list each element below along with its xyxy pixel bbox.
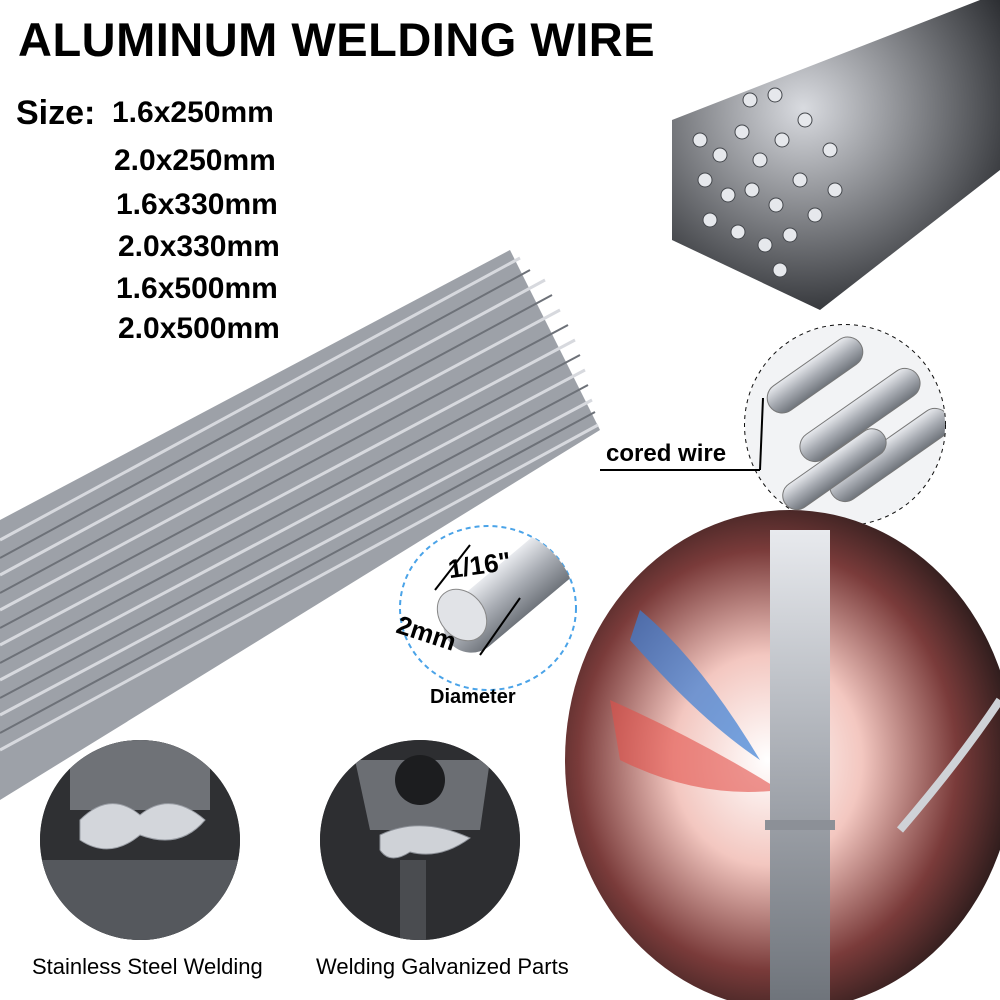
caption-galvanized: Welding Galvanized Parts <box>316 954 569 979</box>
size-item: 1.6x330mm <box>116 188 278 221</box>
diameter-callout <box>399 525 577 691</box>
cored-wire-closeup <box>600 324 946 526</box>
size-item: 1.6x250mm <box>112 96 274 129</box>
wire-ends-image <box>672 0 1000 310</box>
size-item: 2.0x330mm <box>118 230 280 263</box>
stainless-welding-photo <box>40 740 240 940</box>
torch-welding-photo <box>565 510 1000 1000</box>
product-title: ALUMINUM WELDING WIRE <box>18 13 656 66</box>
wire-bundle-image <box>0 250 600 800</box>
size-label: Size: <box>16 94 96 132</box>
diameter-label: Diameter <box>430 686 516 708</box>
size-item: 1.6x500mm <box>116 272 278 305</box>
galvanized-welding-photo <box>320 740 520 940</box>
size-item: 2.0x500mm <box>118 312 280 345</box>
size-item: 2.0x250mm <box>114 144 276 177</box>
caption-stainless: Stainless Steel Welding <box>32 954 263 979</box>
cored-wire-label: cored wire <box>606 440 727 467</box>
